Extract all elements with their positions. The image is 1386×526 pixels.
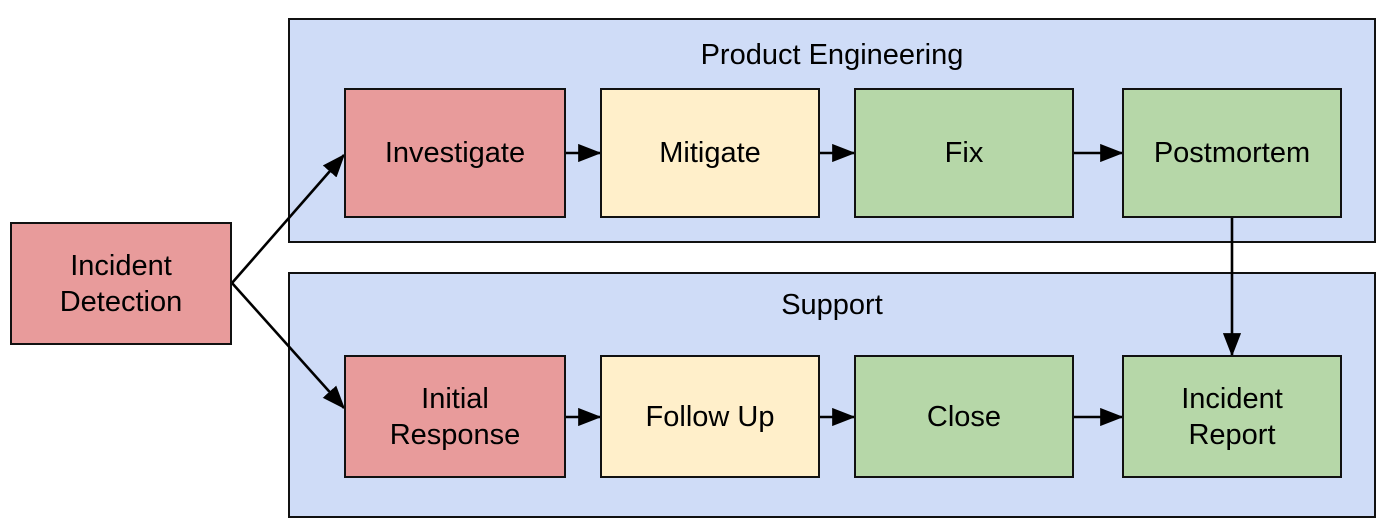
- node-label: Follow Up: [645, 400, 775, 433]
- node-label: Investigate: [384, 137, 526, 169]
- node-label: Close: [926, 400, 1002, 433]
- node-label: Mitigate: [659, 137, 761, 169]
- node-label: Fix: [944, 137, 984, 169]
- node-label: Incident Report: [1181, 382, 1283, 451]
- edge-detection-to-investigate: [231, 153, 346, 284]
- swimlane-title-product-engineering: Product Engineering: [700, 39, 964, 71]
- node-incident-report[interactable]: Incident Report: [1122, 355, 1342, 478]
- node-initial-response[interactable]: Initial Response: [344, 355, 566, 478]
- swimlane-title-support: Support: [781, 289, 883, 321]
- node-label: Initial Response: [389, 382, 521, 451]
- node-postmortem[interactable]: Postmortem: [1122, 88, 1342, 218]
- node-close[interactable]: Close: [854, 355, 1074, 478]
- node-mitigate[interactable]: Mitigate: [600, 88, 820, 218]
- node-fix[interactable]: Fix: [854, 88, 1074, 218]
- node-incident-detection[interactable]: Incident Detection: [10, 222, 232, 345]
- node-label: Incident Detection: [59, 249, 183, 318]
- node-follow-up[interactable]: Follow Up: [600, 355, 820, 478]
- edge-detection-to-initial: [231, 282, 346, 410]
- node-label: Postmortem: [1153, 137, 1311, 169]
- node-investigate[interactable]: Investigate: [344, 88, 566, 218]
